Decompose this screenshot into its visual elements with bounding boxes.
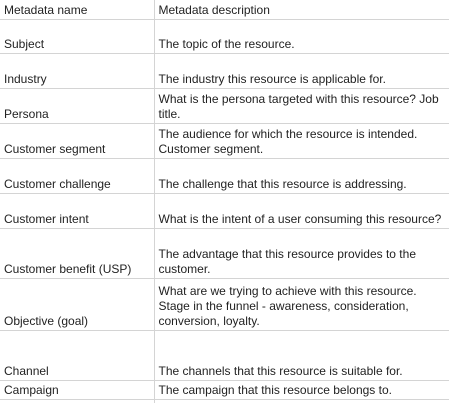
cell-metadata-description[interactable]: The challenge that this resource is addr… (154, 158, 449, 194)
cell-metadata-description[interactable]: The campaign that this resource belongs … (154, 380, 449, 400)
cell-metadata-description[interactable]: The industry this resource is applicable… (154, 53, 449, 89)
table-row: Customer benefit (USP) The advantage tha… (0, 228, 449, 279)
header-row: Metadata name Metadata description (0, 0, 449, 20)
cell-metadata-description[interactable]: The topic of the resource. (154, 19, 449, 54)
table-row: Subject The topic of the resource. (0, 19, 449, 54)
cell-metadata-name[interactable]: Objective (goal) (0, 278, 155, 331)
cell-metadata-description[interactable]: What is the intent of a user consuming t… (154, 193, 449, 229)
table-row: Customer challenge The challenge that th… (0, 158, 449, 194)
cell-metadata-name[interactable]: Customer intent (0, 193, 155, 229)
cell-metadata-name[interactable]: Customer benefit (USP) (0, 228, 155, 279)
header-cell-metadata-name[interactable]: Metadata name (0, 0, 155, 20)
table-row: Industry The industry this resource is a… (0, 53, 449, 89)
cell-metadata-name[interactable]: Customer challenge (0, 158, 155, 194)
cell-metadata-name[interactable]: Channel (0, 330, 155, 381)
cell-metadata-description[interactable] (154, 399, 449, 403)
cell-metadata-name[interactable]: Persona (0, 88, 155, 124)
cell-metadata-name[interactable]: Industry (0, 53, 155, 89)
cell-metadata-description[interactable]: The channels that this resource is suita… (154, 330, 449, 381)
table-row: Channel The channels that this resource … (0, 330, 449, 381)
cell-metadata-name[interactable]: Campaign (0, 380, 155, 400)
table-row (0, 399, 449, 403)
table-row: Customer intent What is the intent of a … (0, 193, 449, 229)
cell-metadata-name[interactable] (0, 399, 155, 403)
table-row: Customer segment The audience for which … (0, 123, 449, 159)
cell-metadata-name[interactable]: Customer segment (0, 123, 155, 159)
cell-metadata-description[interactable]: The advantage that this resource provide… (154, 228, 449, 279)
cell-metadata-name[interactable]: Subject (0, 19, 155, 54)
cell-metadata-description[interactable]: The audience for which the resource is i… (154, 123, 449, 159)
table-row: Persona What is the persona targeted wit… (0, 88, 449, 124)
header-cell-metadata-description[interactable]: Metadata description (154, 0, 449, 20)
cell-metadata-description[interactable]: What are we trying to achieve with this … (154, 278, 449, 331)
table-row: Campaign The campaign that this resource… (0, 380, 449, 400)
table-row: Objective (goal) What are we trying to a… (0, 278, 449, 331)
cell-metadata-description[interactable]: What is the persona targeted with this r… (154, 88, 449, 124)
